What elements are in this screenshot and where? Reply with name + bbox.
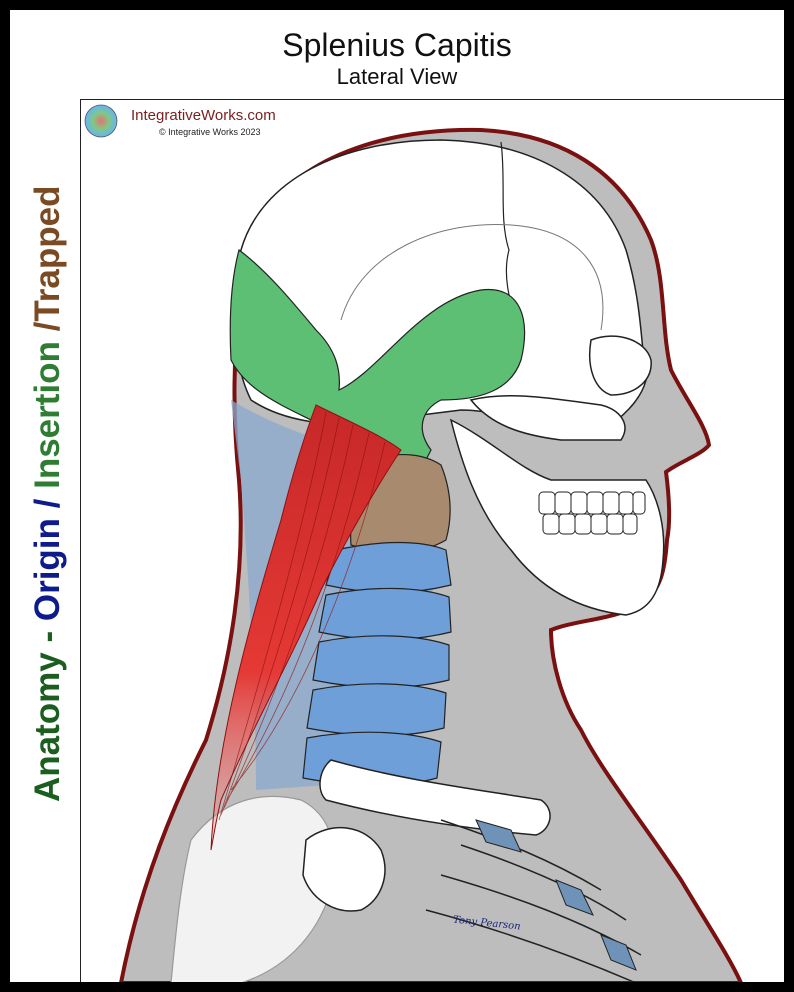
anatomy-figure: IntegrativeWorks.com © Integrative Works… [80,99,784,982]
page-subtitle: Lateral View [336,64,458,89]
vertebra-c5 [312,635,450,689]
color-legend-title: Anatomy - Origin / Insertion /Trapped [28,182,68,803]
brand-copyright: © Integrative Works 2023 [159,127,261,137]
splenius-capitis-muscle [210,404,402,851]
zygomatic-arch [469,394,626,441]
costal-cartilage [475,819,637,971]
legend-sep-3: / [28,321,67,342]
vertebra-c6 [306,683,447,737]
legend-trapped: Trapped [28,185,67,322]
legend-origin: Origin [28,518,67,622]
illustration-page: Splenius Capitis Lateral View Anatomy - … [10,10,784,982]
vertebra-c4 [318,587,452,641]
ribs [425,819,642,982]
brand-website: IntegrativeWorks.com [131,107,276,124]
insertion-occipital-area [229,248,526,496]
legend-sep-1: - [28,621,67,653]
legend-anatomy: Anatomy [28,652,67,802]
legend-sep-2: / [28,488,67,519]
legend-insertion: Insertion [28,341,67,489]
page-title: Splenius Capitis [282,27,512,63]
clavicle [319,759,551,836]
vertebra-c3 [325,541,452,594]
teeth [538,491,646,535]
orbit [589,335,652,396]
temporal-line [340,223,604,331]
skull-cranium [233,139,647,431]
humeral-head [302,826,386,912]
integrative-works-logo [84,104,118,138]
anatomy-illustration [84,104,743,982]
